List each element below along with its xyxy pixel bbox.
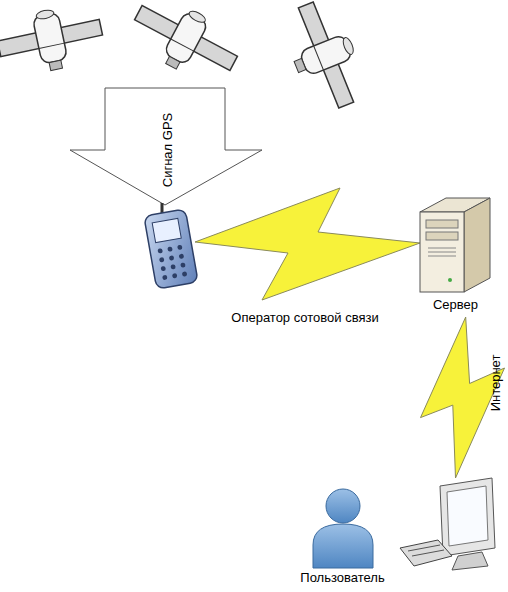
signal-label: Сигнал GPS	[160, 113, 176, 187]
node-label: Пользователь	[280, 570, 405, 586]
user-node: Пользователь	[280, 478, 505, 590]
edge-label: Интернет	[488, 354, 504, 411]
server-icon	[420, 198, 490, 292]
lightning-connector	[421, 317, 505, 478]
computer-icon	[400, 478, 495, 570]
server-node: Сервер	[413, 195, 498, 317]
satellite-icon	[123, 0, 247, 92]
lightning-bolt	[421, 317, 505, 478]
lightning-bolt	[195, 188, 420, 300]
user-icon	[313, 489, 373, 568]
satellite-icon	[0, 0, 108, 80]
phone-icon	[144, 203, 198, 289]
satellite-icon	[276, 0, 372, 117]
gps-arrow	[70, 88, 262, 205]
link-label: Оператор сотовой связи	[231, 310, 378, 326]
node-label: Сервер	[413, 297, 498, 313]
